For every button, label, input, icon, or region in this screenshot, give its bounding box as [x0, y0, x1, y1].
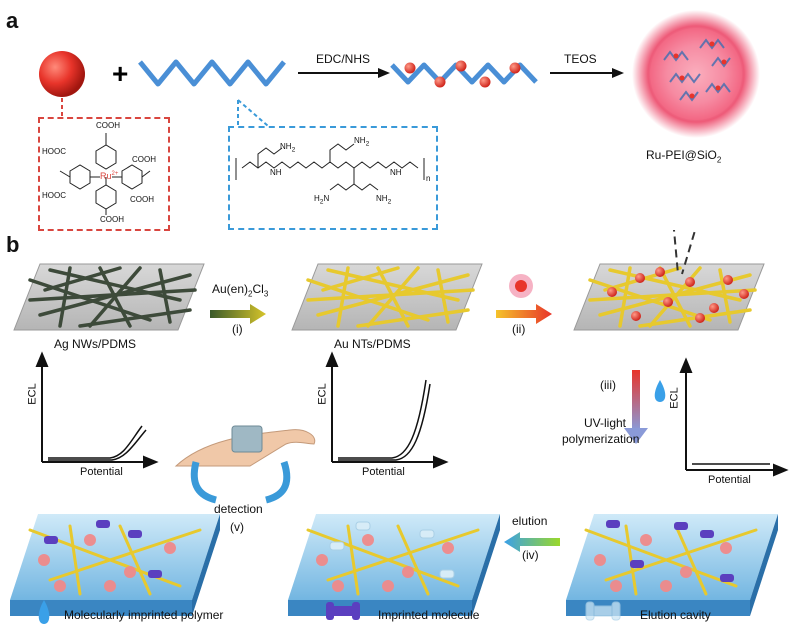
pei-chain	[138, 59, 286, 87]
ecl-right-xlabel: Potential	[708, 474, 751, 486]
step-iii-text-1: UV-light	[584, 416, 627, 430]
step-teos-label: TEOS	[564, 52, 597, 66]
arrow-step-ii	[496, 304, 552, 324]
step-i-label: (i)	[232, 322, 243, 336]
step-iii-label: (iii)	[600, 378, 616, 392]
pei-nh-2: NH	[390, 168, 402, 177]
legend-cavity-label: Elution cavity	[640, 608, 711, 622]
step-i-reagent: Au(en)2Cl3	[212, 282, 269, 299]
arrow-step-i	[210, 304, 266, 324]
step-iii-text-2: polymerization	[562, 432, 640, 446]
ecl-plot-middle	[325, 351, 449, 469]
pei-nh2-2: NH2	[354, 136, 370, 148]
ru-pei-sio2-label: Ru-PEI@SiO2	[646, 148, 722, 165]
cooh-right-2: COOH	[130, 195, 154, 204]
substrate-1-label: Ag NWs/PDMS	[54, 337, 137, 351]
ecl-plot-right	[679, 357, 789, 477]
legend-mip-icon	[38, 600, 50, 624]
step-ii-label: (ii)	[512, 322, 526, 336]
pei-subscript-n: n	[426, 174, 431, 183]
ru-complex-sphere	[39, 51, 85, 97]
legend-imprinted-icon	[326, 602, 360, 620]
step-v-detection: detection	[214, 502, 263, 516]
ecl-middle-ylabel: ECL	[316, 383, 329, 405]
ru-pei-chain	[390, 62, 538, 85]
ecl-left-ylabel: ECL	[26, 383, 39, 405]
wearable-sensor-patch	[231, 425, 263, 453]
ru-complex-structure	[59, 133, 151, 215]
ecl-right-ylabel: ECL	[668, 387, 681, 409]
step-iv-label: (iv)	[522, 548, 539, 562]
panel-label-b: b	[6, 232, 20, 257]
hooc-left-2: HOOC	[42, 191, 66, 200]
legend-mip-label: Molecularly imprinted polymer	[64, 608, 224, 622]
ecl-left-xlabel: Potential	[80, 466, 123, 478]
legend-cavity-icon	[585, 601, 621, 621]
cooh-top: COOH	[96, 121, 120, 130]
pei-nh2-3: NH2	[376, 194, 392, 206]
step-iv-elution: elution	[512, 514, 548, 528]
cooh-right: COOH	[132, 155, 156, 164]
panel-b-graphics	[10, 230, 789, 624]
ag-nanowires	[28, 266, 197, 328]
arrow-step-iii	[632, 370, 640, 430]
panel-a-graphics: +	[39, 10, 760, 138]
ecl-plot-left	[35, 351, 159, 469]
legend-imprinted-label: Imprinted molecule	[378, 608, 480, 622]
pei-structure-box: NH2 NH2 NH NH H2N NH2 n	[228, 126, 438, 230]
wrist-hand	[174, 425, 316, 467]
step-edc-nhs-label: EDC/NHS	[316, 52, 371, 66]
panel-label-a: a	[6, 8, 19, 33]
pei-h2n: H2N	[314, 194, 330, 206]
pei-structure	[235, 143, 425, 191]
ru-complex-structure-box: COOH HOOC COOH HOOC COOH COOH Ru2+	[38, 117, 170, 231]
substrate-2-label: Au NTs/PDMS	[334, 337, 411, 351]
ru-metal-label: Ru2+	[100, 171, 119, 181]
cooh-bottom: COOH	[100, 215, 124, 224]
ecl-middle-xlabel: Potential	[362, 466, 405, 478]
pei-nh-1: NH	[270, 168, 282, 177]
pei-nh2-1: NH2	[280, 142, 296, 154]
step-v-label: (v)	[230, 520, 244, 534]
immobilized-particles	[607, 267, 749, 323]
hooc-left: HOOC	[42, 147, 66, 156]
au-nanotubes	[306, 266, 475, 328]
arrow-step-iv	[504, 532, 560, 552]
plus-sign: +	[112, 58, 128, 89]
